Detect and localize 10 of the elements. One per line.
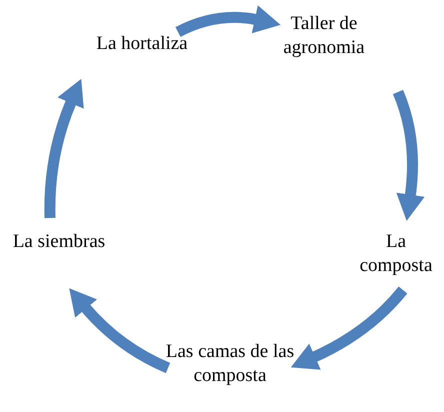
curved-arrow: [392, 90, 425, 221]
node-label: La hortaliza: [95, 32, 189, 56]
node-label: Las camas de las composta: [164, 340, 296, 388]
curved-arrow: [176, 5, 281, 37]
node-label: La composta: [358, 230, 434, 278]
curved-arrow: [291, 286, 408, 370]
node-label: La siembras: [12, 230, 106, 254]
node-label: Taller de agronomia: [282, 12, 366, 60]
curved-arrow: [44, 78, 84, 218]
curved-arrow: [68, 288, 170, 374]
